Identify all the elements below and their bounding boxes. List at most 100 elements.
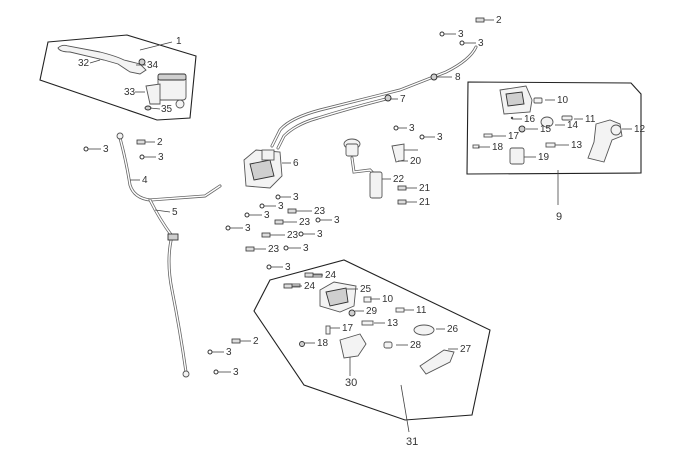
part-number-label: 3 [233,367,239,378]
washer-icon [225,225,231,231]
callout-34: 34 [136,60,159,71]
part-number-label: 8 [455,72,461,83]
callout-30: 30 [345,357,357,389]
callout-11: 11 [574,114,596,125]
part-number-label: 21 [419,197,431,208]
part-number-label: 4 [142,175,148,186]
callout-14: 14 [555,120,579,131]
part-number-label: 24 [325,270,337,281]
group-9-outline [466,81,642,175]
callout-6: 6 [282,158,299,169]
master-cylinder-body [145,83,161,105]
part-number-label: 21 [419,183,431,194]
callout-3: 3 [88,144,109,155]
washer-icon [139,154,145,160]
part-number-label: 3 [478,38,484,49]
bolt-icon [274,219,284,225]
callout-3: 3 [444,29,464,40]
part-number-label: 3 [245,223,251,234]
brake-hose-5 [148,198,188,374]
washer-icon [459,40,465,46]
callout-23: 23 [254,244,280,255]
callout-2: 2 [484,15,502,26]
part-number-label: 32 [78,58,90,69]
washer-icon [207,349,213,355]
callout-17: 17 [492,131,520,142]
part-number-label: 2 [157,137,163,148]
bolt-icon [475,17,485,23]
bolt-icon [397,199,407,205]
washer-icon [259,203,265,209]
callout-3: 3 [218,367,239,378]
part-number-label: 3 [303,243,309,254]
part-number-label: 18 [492,142,504,153]
part-number-label: 11 [585,114,596,125]
callout-24: 24 [292,281,316,292]
brake-lever [57,44,147,75]
master-cylinder-cap [157,73,187,81]
part-number-label: 23 [299,217,311,228]
brake-pads-30 [339,333,367,359]
callout-3: 3 [212,347,232,358]
group-1-outline [39,34,197,121]
part-number-label: 13 [571,140,583,151]
washer-icon [439,31,445,37]
part-number-label: 3 [293,192,299,203]
brake-hose-4 [118,136,222,202]
callout-16: 16 [512,114,536,125]
callout-3: 3 [424,132,443,143]
part-number-label: 3 [103,144,109,155]
bolt-icon [287,208,297,214]
group-31-outline [253,259,491,421]
part-number-label: 12 [634,124,646,135]
caliper-bracket-27 [419,349,455,375]
callout-11: 11 [404,305,427,316]
part-number-label: 27 [460,344,472,355]
callout-22: 22 [382,174,405,185]
leader-line [149,107,161,110]
part-number-label: 3 [437,132,443,143]
callout-21: 21 [406,197,431,208]
callout-18: 18 [478,142,504,153]
callout-23: 23 [296,206,326,217]
part-number-label: 3 [158,152,164,163]
callout-27: 27 [448,344,472,355]
part-number-label: 2 [253,336,259,347]
part-number-label: 3 [334,215,340,226]
callout-9: 9 [556,170,562,223]
callout-3: 3 [303,229,323,240]
callout-32: 32 [78,58,101,69]
washer-icon [244,212,250,218]
callout-10: 10 [545,95,569,106]
leader-line [89,59,101,64]
callout-3: 3 [320,215,340,226]
bolt-icon [283,283,293,289]
callout-24: 24 [313,270,337,281]
front-caliper-kit [285,273,455,375]
callout-26: 26 [436,324,459,335]
part-number-label: 10 [382,294,394,305]
callout-5: 5 [154,207,178,218]
callout-3: 3 [230,223,251,234]
pivot-bolt [138,58,146,66]
part-number-label: 25 [360,284,372,295]
part-number-label: 7 [400,94,406,105]
washer-icon [315,217,321,223]
part-number-label: 3 [264,210,270,221]
callout-3: 3 [271,262,291,273]
upper-brake-hoses [270,45,478,150]
part-number-label: 30 [345,377,357,389]
part-number-label: 14 [567,120,579,131]
callout-18: 18 [304,338,329,349]
leader-line [400,384,410,433]
bolt-icon [245,246,255,252]
washer-icon [283,245,289,251]
part-number-label: 9 [556,211,562,223]
callout-17: 17 [330,323,354,334]
bolt-icon [304,272,314,278]
callout-13: 13 [374,318,399,329]
part-number-label: 1 [176,36,182,47]
callout-31: 31 [400,384,418,448]
part-number-label: 5 [172,207,178,218]
